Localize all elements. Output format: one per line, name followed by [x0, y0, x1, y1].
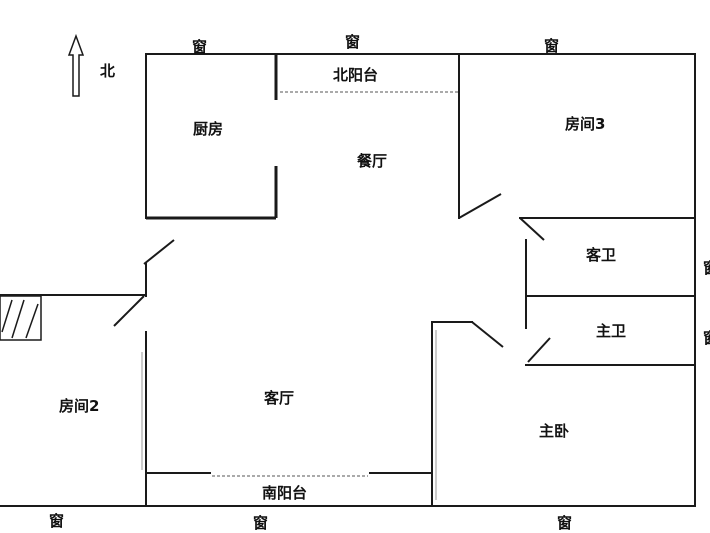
window-label-bottom-left: 窗	[49, 512, 64, 530]
room3-door	[458, 193, 502, 219]
south-balcony-label: 南阳台	[262, 484, 307, 502]
window-label-bottom-middle: 窗	[253, 514, 268, 532]
window-label-top-left: 窗	[192, 38, 207, 56]
guest-bath-label: 客卫	[585, 246, 616, 264]
window-label-right-upper: 窗	[703, 259, 710, 277]
bathroom-walls	[525, 239, 696, 366]
construction-lines	[141, 330, 437, 500]
living-label: 客厅	[263, 389, 294, 407]
north-arrow-icon	[67, 33, 85, 97]
master-bedroom-label: 主卧	[539, 422, 569, 440]
master-bath-door	[527, 337, 551, 363]
master-bedroom-walls	[431, 321, 473, 507]
compass-label: 北	[100, 62, 115, 80]
dining-label: 餐厅	[357, 152, 387, 170]
room2-door	[113, 295, 145, 327]
room2-label: 房间2	[59, 397, 99, 415]
hatched-shaft	[0, 295, 42, 341]
entry-door	[143, 239, 175, 265]
window-label-top-middle: 窗	[345, 33, 360, 51]
window-label-top-right: 窗	[544, 37, 559, 55]
room3-label: 房间3	[565, 115, 605, 133]
north-balcony-label: 北阳台	[333, 66, 378, 84]
kitchen-walls	[146, 54, 278, 220]
master-bedroom-door	[471, 321, 504, 348]
guest-bath-door	[519, 217, 545, 241]
master-bath-label: 主卫	[596, 322, 626, 340]
window-label-right-lower: 窗	[703, 329, 710, 347]
window-label-bottom-right: 窗	[557, 514, 572, 532]
kitchen-label: 厨房	[193, 120, 223, 138]
outer-walls	[0, 53, 696, 507]
room3-walls	[458, 53, 696, 219]
